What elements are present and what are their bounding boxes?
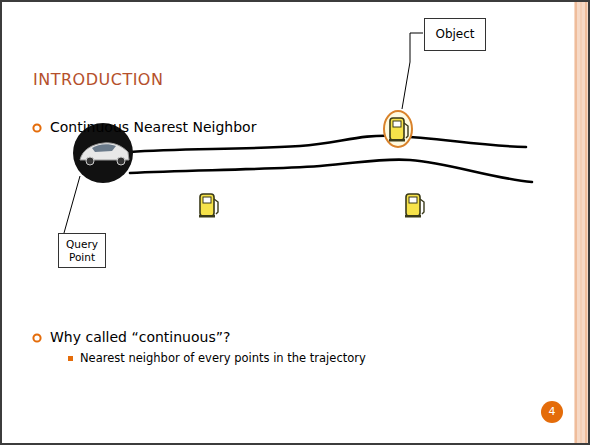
side-stripe — [574, 2, 588, 443]
bullet-text: Continuous Nearest Neighbor — [50, 119, 256, 135]
road — [130, 136, 532, 182]
node-text: Object — [435, 27, 474, 41]
slide-title: INTRODUCTION — [33, 70, 163, 89]
leader-line — [402, 33, 423, 109]
callout-box: Query Point — [58, 233, 106, 268]
gas-station-icon — [405, 194, 424, 218]
bullet-text: Why called “continuous”? — [50, 329, 230, 345]
page-number: 4 — [541, 401, 563, 423]
gas-station-icon — [199, 194, 218, 218]
sub-bullet — [68, 356, 73, 361]
callout-box: Object — [424, 18, 486, 51]
sub-bullet-text: Nearest neighbor of every points in the … — [80, 351, 366, 365]
bullet — [33, 334, 40, 341]
node-text: 4 — [549, 405, 556, 418]
object-pump — [384, 111, 412, 147]
bullet — [33, 124, 40, 131]
leader-line — [64, 176, 80, 233]
node-text: Query Point — [62, 238, 102, 263]
